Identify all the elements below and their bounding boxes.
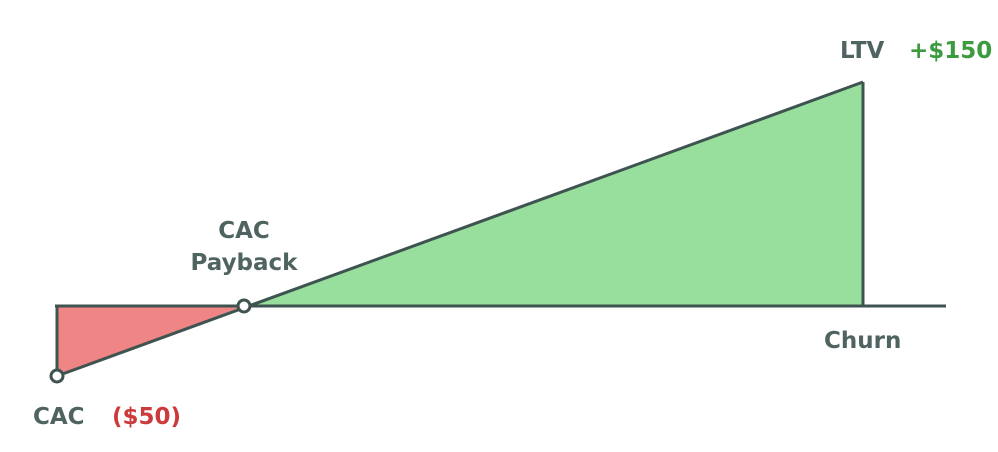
- cac-payback-label-line1: CAC: [218, 218, 270, 244]
- payback-point: [236, 298, 252, 314]
- churn-label: Churn: [824, 328, 902, 354]
- value-line: [56, 80, 864, 378]
- cac-value: ($50): [112, 404, 182, 430]
- ltv-value: +$150: [909, 38, 993, 64]
- cac-label: CAC: [33, 404, 85, 430]
- ltv-label: LTV: [840, 38, 885, 64]
- cac-point: [49, 368, 65, 384]
- cac-payback-label-line2: Payback: [190, 250, 298, 276]
